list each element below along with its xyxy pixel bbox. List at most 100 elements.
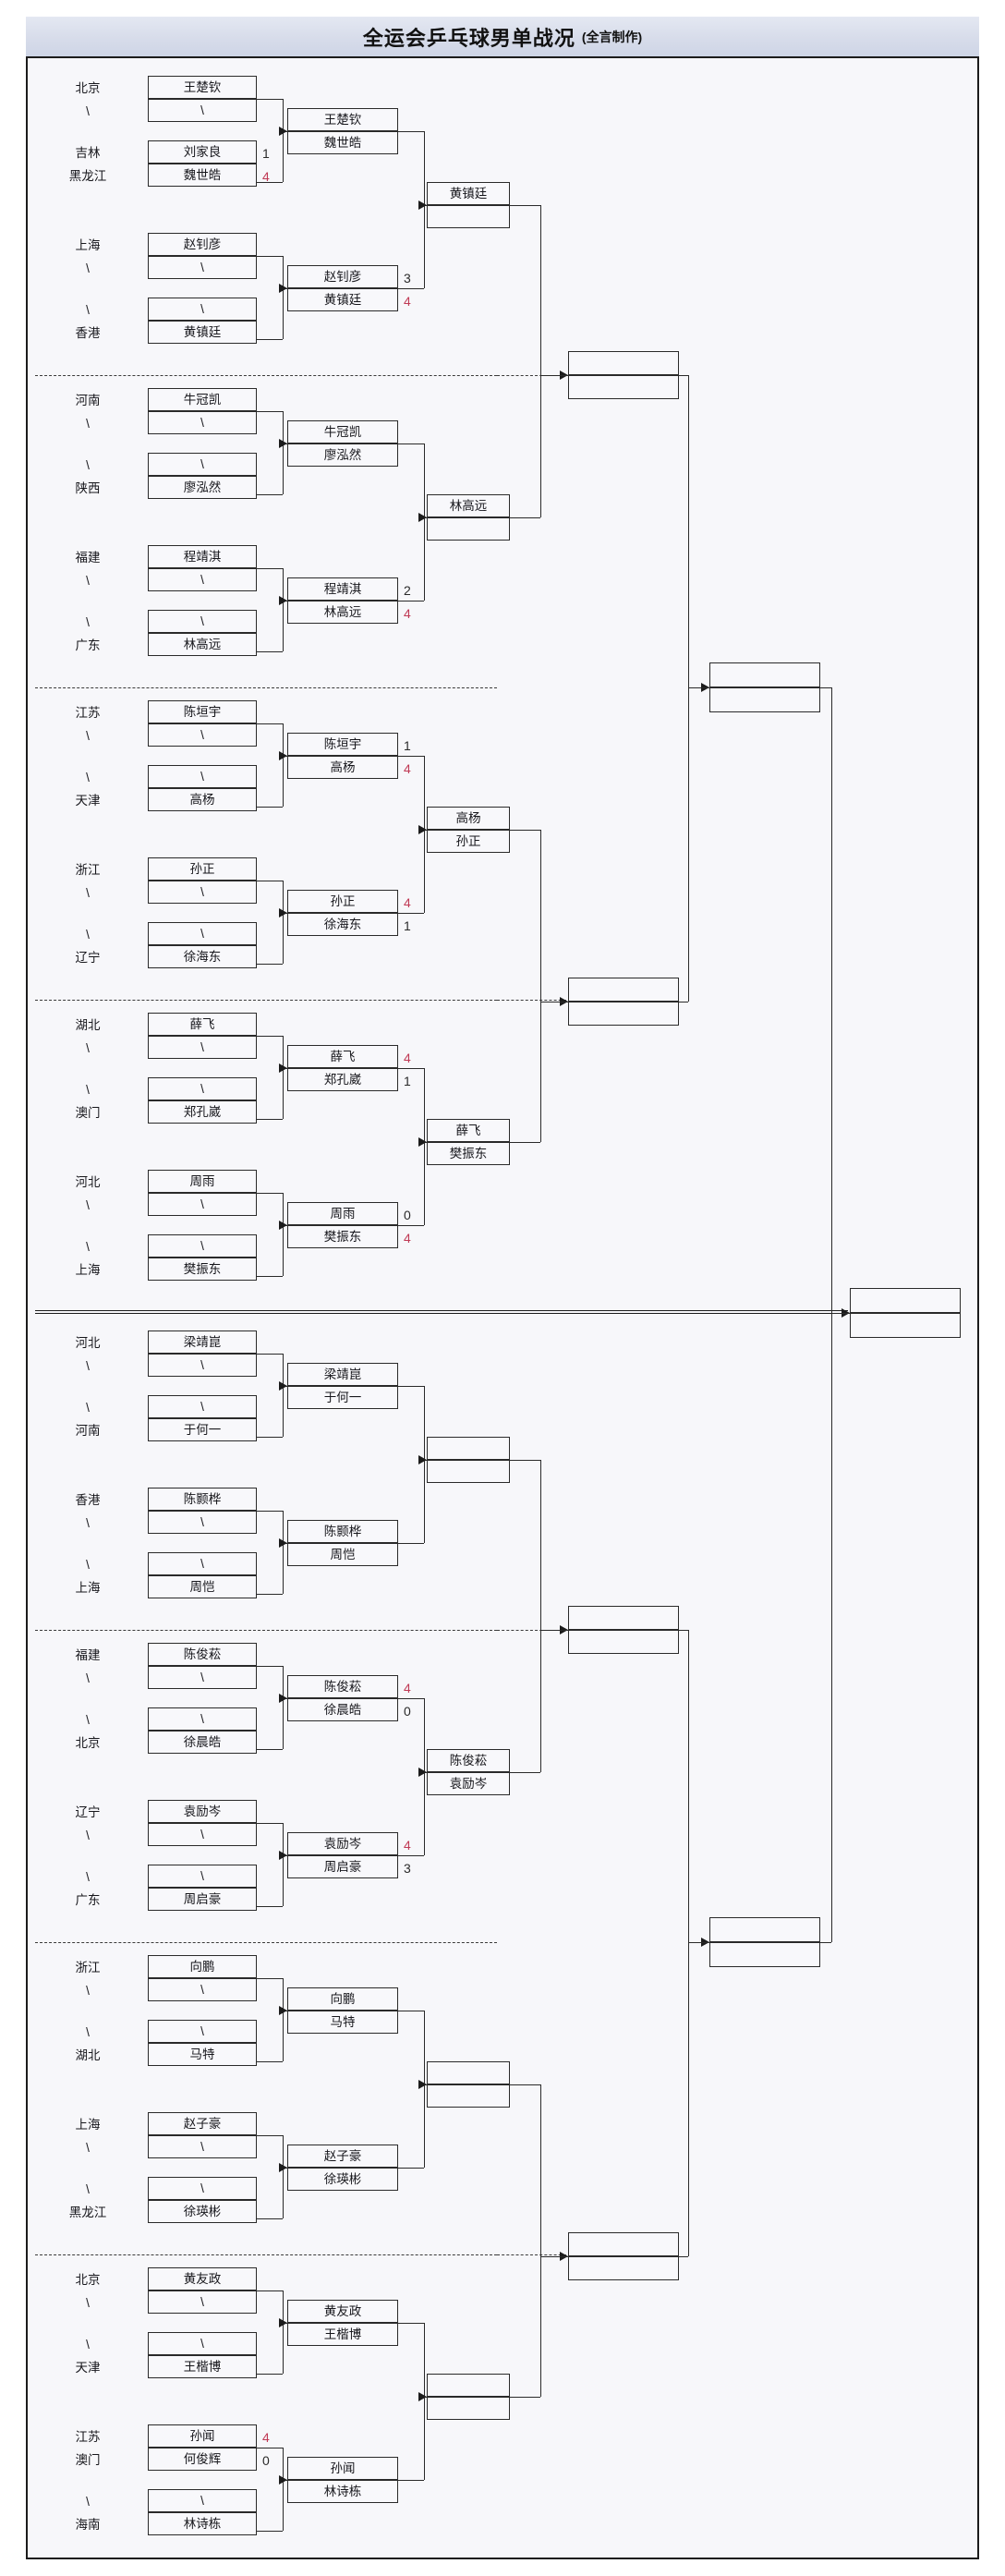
seed-box[interactable]: 刘家良 [148, 140, 257, 164]
seed-box[interactable]: 袁励岑 [148, 1800, 257, 1823]
seed-box[interactable]: 黄镇廷 [148, 321, 257, 344]
seed-box[interactable]: \ [148, 2489, 257, 2512]
seed-box[interactable]: 魏世皓 [148, 164, 257, 187]
round3-box[interactable]: 樊振东 [427, 1142, 510, 1165]
seed-box[interactable]: \ [148, 765, 257, 788]
seed-box[interactable]: 周雨 [148, 1170, 257, 1193]
semifinal-box[interactable] [709, 1942, 820, 1967]
seed-box[interactable]: 陈垣宇 [148, 700, 257, 723]
round3-box[interactable] [427, 517, 510, 541]
seed-box[interactable]: \ [148, 1978, 257, 2001]
round3-box[interactable] [427, 2061, 510, 2084]
round2-box[interactable]: 向鹏 [287, 1987, 398, 2011]
seed-box[interactable]: \ [148, 1823, 257, 1846]
quarterfinal-box[interactable] [568, 1002, 679, 1026]
round2-box[interactable]: 黄镇廷 [287, 288, 398, 311]
seed-box[interactable]: 程靖淇 [148, 545, 257, 568]
round2-box[interactable]: 袁励岑 [287, 1832, 398, 1855]
seed-box[interactable]: \ [148, 411, 257, 434]
seed-box[interactable]: 周启豪 [148, 1888, 257, 1911]
round3-box[interactable] [427, 205, 510, 228]
seed-box[interactable]: \ [148, 1036, 257, 1059]
semifinal-box[interactable] [709, 687, 820, 712]
seed-box[interactable]: 林高远 [148, 633, 257, 656]
seed-box[interactable]: 高杨 [148, 788, 257, 811]
round3-box[interactable] [427, 2374, 510, 2397]
seed-box[interactable]: \ [148, 256, 257, 279]
seed-box[interactable]: \ [148, 2135, 257, 2158]
seed-box[interactable]: \ [148, 1511, 257, 1534]
round2-box[interactable]: 黄友政 [287, 2300, 398, 2323]
round3-box[interactable]: 林高远 [427, 494, 510, 517]
final-box[interactable] [850, 1313, 961, 1338]
seed-box[interactable]: \ [148, 298, 257, 321]
seed-box[interactable]: \ [148, 881, 257, 904]
semifinal-box[interactable] [709, 662, 820, 687]
seed-box[interactable]: \ [148, 2290, 257, 2314]
seed-box[interactable]: \ [148, 1354, 257, 1377]
seed-box[interactable]: 梁靖崑 [148, 1331, 257, 1354]
round2-box[interactable]: 郑孔崴 [287, 1068, 398, 1091]
seed-box[interactable]: \ [148, 99, 257, 122]
seed-box[interactable]: \ [148, 922, 257, 945]
seed-box[interactable]: 陈颢桦 [148, 1488, 257, 1511]
seed-box[interactable]: \ [148, 2020, 257, 2043]
round2-box[interactable]: 廖泓然 [287, 444, 398, 467]
seed-box[interactable]: \ [148, 453, 257, 476]
seed-box[interactable]: 孙闻 [148, 2424, 257, 2448]
seed-box[interactable]: 郑孔崴 [148, 1100, 257, 1124]
seed-box[interactable]: \ [148, 1193, 257, 1216]
quarterfinal-box[interactable] [568, 2232, 679, 2256]
seed-box[interactable]: 陈俊菘 [148, 1643, 257, 1666]
quarterfinal-box[interactable] [568, 2256, 679, 2280]
round2-box[interactable]: 徐海东 [287, 913, 398, 936]
seed-box[interactable]: 薛飞 [148, 1013, 257, 1036]
seed-box[interactable]: \ [148, 1395, 257, 1418]
seed-box[interactable]: 廖泓然 [148, 476, 257, 499]
round2-box[interactable]: 徐晨皓 [287, 1698, 398, 1721]
round2-box[interactable]: 程靖淇 [287, 577, 398, 601]
seed-box[interactable]: \ [148, 2332, 257, 2355]
seed-box[interactable]: \ [148, 2177, 257, 2200]
round3-box[interactable]: 黄镇廷 [427, 182, 510, 205]
seed-box[interactable]: 王楚钦 [148, 76, 257, 99]
round2-box[interactable]: 徐瑛彬 [287, 2168, 398, 2191]
quarterfinal-box[interactable] [568, 375, 679, 399]
round2-box[interactable]: 孙正 [287, 890, 398, 913]
round2-box[interactable]: 王楚钦 [287, 108, 398, 131]
round3-box[interactable]: 陈俊菘 [427, 1749, 510, 1772]
round2-box[interactable]: 孙闻 [287, 2457, 398, 2480]
round2-box[interactable]: 牛冠凯 [287, 420, 398, 444]
round2-box[interactable]: 陈颢桦 [287, 1520, 398, 1543]
round2-box[interactable]: 樊振东 [287, 1225, 398, 1248]
round2-box[interactable]: 马特 [287, 2011, 398, 2034]
round3-box[interactable] [427, 2397, 510, 2420]
round2-box[interactable]: 王楷博 [287, 2323, 398, 2346]
seed-box[interactable]: 孙正 [148, 857, 257, 881]
seed-box[interactable]: 赵子豪 [148, 2112, 257, 2135]
round3-box[interactable]: 高杨 [427, 807, 510, 830]
round2-box[interactable]: 赵子豪 [287, 2145, 398, 2168]
quarterfinal-box[interactable] [568, 1630, 679, 1654]
round2-box[interactable]: 林诗栋 [287, 2480, 398, 2503]
round3-box[interactable] [427, 2084, 510, 2108]
seed-box[interactable]: \ [148, 1552, 257, 1575]
round2-box[interactable]: 高杨 [287, 756, 398, 779]
seed-box[interactable]: 王楷博 [148, 2355, 257, 2378]
round2-box[interactable]: 赵钊彦 [287, 265, 398, 288]
round3-box[interactable] [427, 1437, 510, 1460]
seed-box[interactable]: 周恺 [148, 1575, 257, 1598]
seed-box[interactable]: \ [148, 1666, 257, 1689]
quarterfinal-box[interactable] [568, 351, 679, 375]
semifinal-box[interactable] [709, 1917, 820, 1942]
seed-box[interactable]: 何俊辉 [148, 2448, 257, 2471]
seed-box[interactable]: \ [148, 1234, 257, 1258]
seed-box[interactable]: 向鹏 [148, 1955, 257, 1978]
seed-box[interactable]: 徐海东 [148, 945, 257, 968]
seed-box[interactable]: \ [148, 1707, 257, 1731]
quarterfinal-box[interactable] [568, 978, 679, 1002]
round2-box[interactable]: 魏世皓 [287, 131, 398, 154]
round3-box[interactable]: 孙正 [427, 830, 510, 853]
round2-box[interactable]: 陈垣宇 [287, 733, 398, 756]
round2-box[interactable]: 于何一 [287, 1386, 398, 1409]
